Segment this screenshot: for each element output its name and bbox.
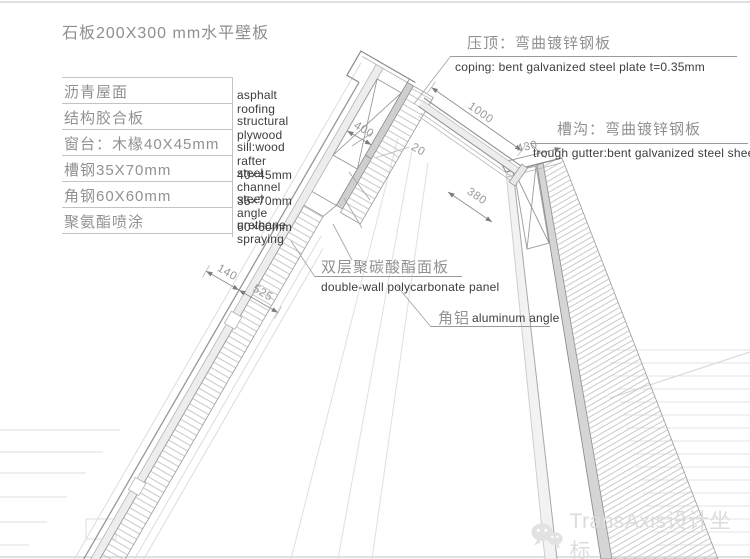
table-row: 沥青屋面 (62, 77, 232, 104)
channel-leader (348, 171, 371, 201)
angle-steel-leader (343, 197, 363, 229)
coping-underline (450, 56, 737, 57)
background-glazing-lines (290, 137, 429, 559)
panel-label-zh: 双层聚碳酸酯面板 (321, 259, 450, 276)
gutter-leader (530, 143, 547, 159)
table-row: 窗台：木椽40X45mm (62, 129, 232, 156)
watermark-text: TransAxis设计坐标 (569, 510, 732, 559)
watermark: TransAxis设计坐标 (530, 505, 750, 559)
angle-leader (396, 285, 432, 328)
gutter-label-zh: 槽沟：弯曲镀锌钢板 (557, 121, 702, 138)
right-roof-assembly: 430 380 (447, 139, 719, 559)
coping-label-zh: 压顶：弯曲镀锌钢板 (467, 35, 612, 52)
table-divider (232, 77, 233, 237)
background-siding-lines (0, 429, 120, 546)
dim-line-380 (447, 191, 493, 223)
gutter-label-en: trough gutter:bent galvanized steel shee… (533, 146, 750, 160)
angle-label-en: aluminum angle (472, 311, 560, 325)
dim-380: 380 (465, 186, 489, 208)
urethane-leader (332, 223, 353, 261)
dim-line-525 (238, 289, 279, 314)
table-row: 角钢60X60mm (62, 181, 232, 208)
wall-note: 石板200X300 mm水平壁板 (62, 25, 270, 42)
table-row: 槽钢35X70mm (62, 155, 232, 182)
right-rafter-x-brace (513, 165, 550, 250)
panel-leader (290, 240, 316, 278)
dim-line-1000 (431, 86, 522, 151)
panel-underline (315, 276, 462, 277)
dim-line-400 (346, 130, 372, 146)
polycarbonate-panel: 1000 (417, 81, 529, 187)
table-row: 结构胶合板 (62, 103, 232, 130)
coping-leader (413, 56, 451, 105)
dim-20: 20 (409, 141, 427, 158)
table-row: 聚氨酯喷涂 (62, 207, 232, 234)
sill-leader (351, 132, 373, 147)
left-roof-assembly: 400 20 140 525 (37, 50, 434, 559)
angle-label-zh: 角铝 (438, 310, 471, 327)
gutter-underline (530, 143, 748, 144)
wechat-icon (531, 523, 563, 549)
angle-underline (431, 326, 550, 327)
panel-label-en: double-wall polycarbonate panel (321, 280, 500, 294)
table-border (62, 233, 232, 234)
coping-label-en: coping: bent galvanized steel plate t=0.… (455, 60, 705, 74)
dim-line-140 (205, 270, 240, 291)
ridge-coping (346, 50, 416, 87)
dim-line-430 (498, 147, 562, 164)
leader-lines (290, 56, 547, 328)
insulation-hatch-slope (49, 204, 324, 559)
